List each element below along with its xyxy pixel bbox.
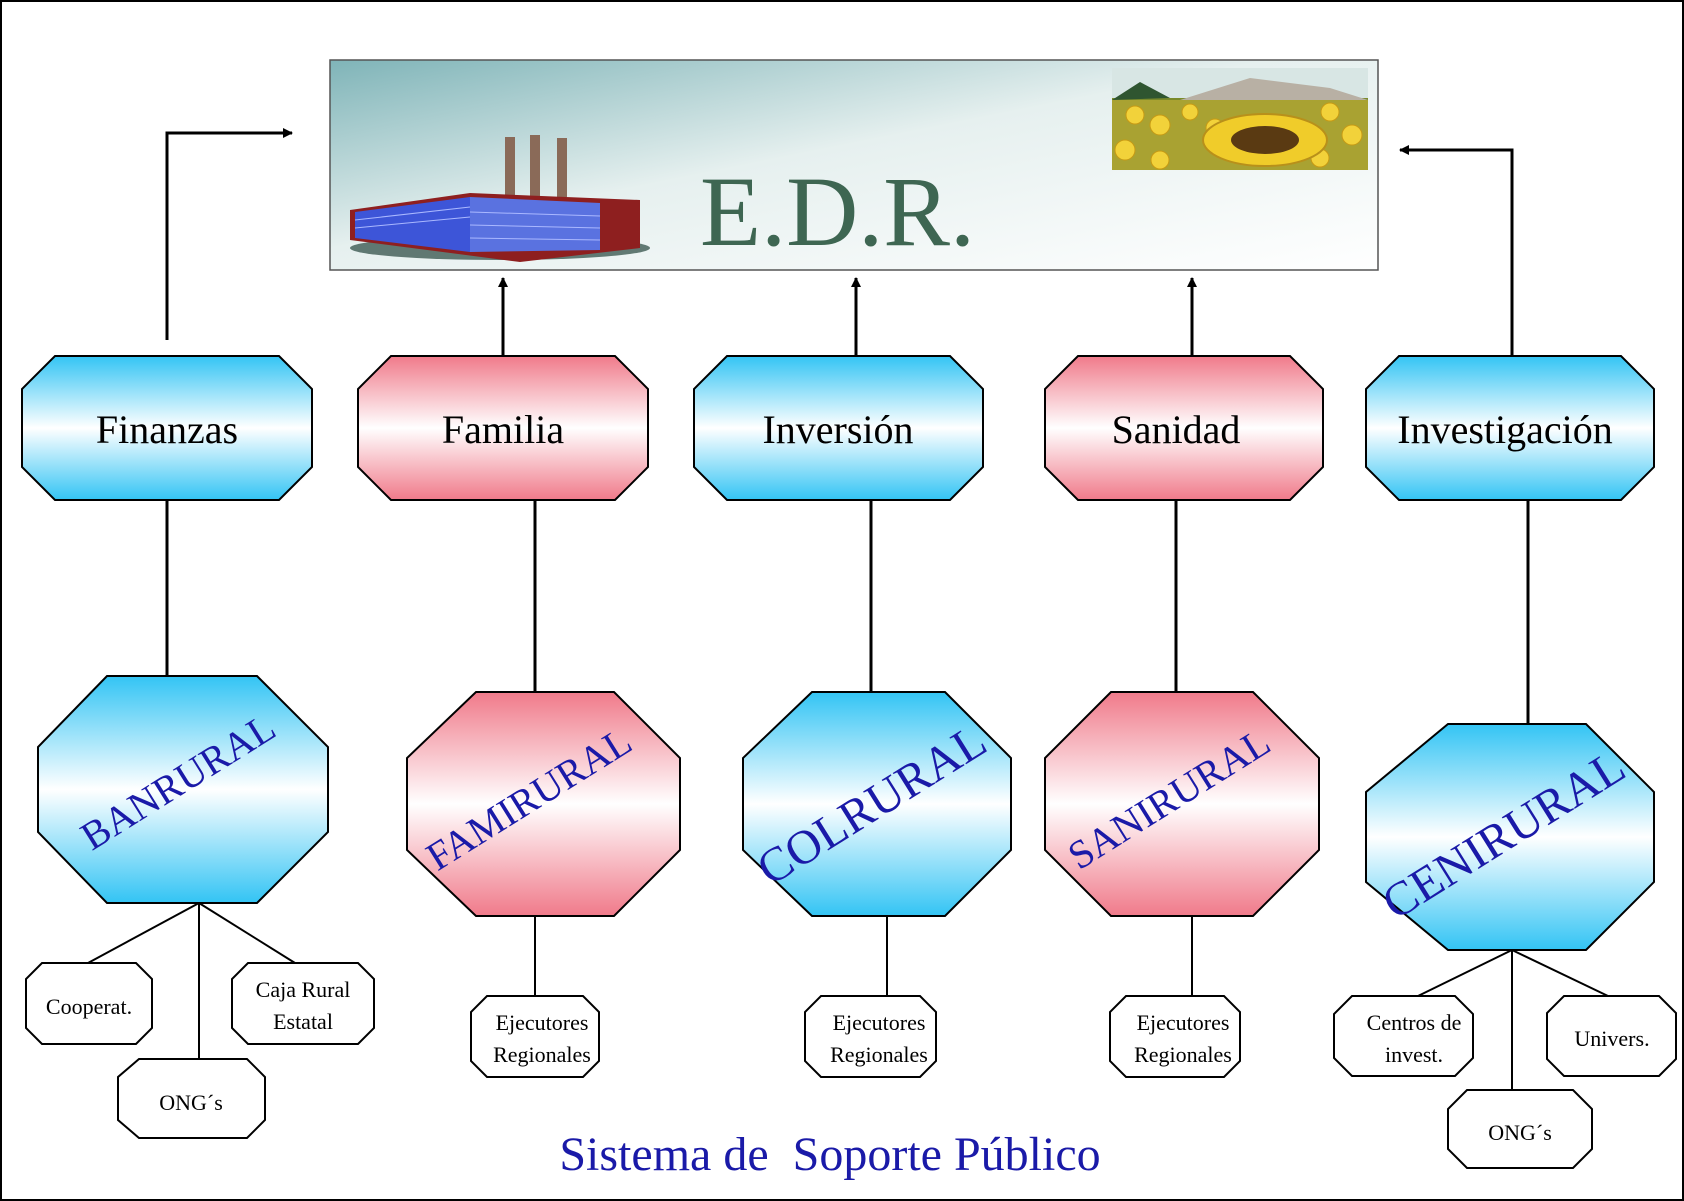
leaf-caja-line2: Estatal — [273, 1009, 333, 1034]
node-sanidad-label: Sanidad — [1112, 407, 1241, 452]
leaf-ejecutores-3: Ejecutores Regionales — [1109, 995, 1241, 1078]
node-inversion-label: Inversión — [762, 407, 913, 452]
leaf-ejecutores-1-line1: Ejecutores — [496, 1010, 589, 1035]
leaf-ejecutores-2: Ejecutores Regionales — [804, 995, 937, 1078]
leaf-centros-line1: Centros de — [1367, 1010, 1462, 1035]
node-finanzas: Finanzas — [21, 355, 313, 501]
node-famirural: FAMIRURAL — [406, 691, 681, 917]
leaf-connectors — [87, 902, 1609, 1090]
node-finanzas-label: Finanzas — [96, 407, 238, 452]
node-banrural: BANRURAL — [37, 675, 329, 904]
banner-title: E.D.R. — [700, 156, 975, 267]
leaf-univers: Univers. — [1546, 995, 1677, 1077]
connectors — [165, 128, 1530, 724]
leaf-cooperat: Cooperat. — [25, 962, 153, 1045]
leaf-centros: Centros de invest. — [1333, 995, 1474, 1077]
leaf-univers-label: Univers. — [1574, 1026, 1649, 1051]
node-cenirural: CENIRURAL — [1365, 723, 1655, 951]
node-sanidad: Sanidad — [1044, 355, 1324, 501]
node-familia: Familia — [357, 355, 649, 501]
leaf-cooperat-label: Cooperat. — [46, 994, 132, 1019]
leaf-caja-rural: Caja Rural Estatal — [231, 962, 375, 1045]
leaf-centros-line2: invest. — [1385, 1042, 1443, 1067]
leaf-ongs-1-label: ONG´s — [159, 1090, 223, 1115]
leaf-ongs-1: ONG´s — [117, 1058, 266, 1139]
node-familia-label: Familia — [442, 407, 564, 452]
node-colrural: COLRURAL — [742, 691, 1012, 917]
leaf-ongs-2-label: ONG´s — [1488, 1120, 1552, 1145]
node-inversion: Inversión — [693, 355, 984, 501]
edr-banner: E.D.R. — [329, 59, 1379, 271]
leaf-ongs-2: ONG´s — [1447, 1089, 1593, 1169]
leaf-caja-line1: Caja Rural — [256, 977, 351, 1002]
footer-caption: Sistema de Soporte Público — [559, 1128, 1100, 1181]
node-investigacion: Investigación — [1365, 355, 1655, 501]
node-sanirural: SANIRURAL — [1044, 691, 1320, 917]
leaf-ejecutores-1-line2: Regionales — [493, 1042, 591, 1067]
node-investigacion-label: Investigación — [1397, 407, 1613, 452]
leaf-ejecutores-2-line1: Ejecutores — [833, 1010, 926, 1035]
sunflower-image — [1112, 68, 1368, 170]
leaf-ejecutores-3-line2: Regionales — [1134, 1042, 1232, 1067]
leaf-ejecutores-1: Ejecutores Regionales — [470, 995, 600, 1078]
leaf-ejecutores-3-line1: Ejecutores — [1137, 1010, 1230, 1035]
factory-image — [350, 135, 650, 262]
sunflower-large — [1202, 113, 1328, 167]
leaf-ejecutores-2-line2: Regionales — [830, 1042, 928, 1067]
